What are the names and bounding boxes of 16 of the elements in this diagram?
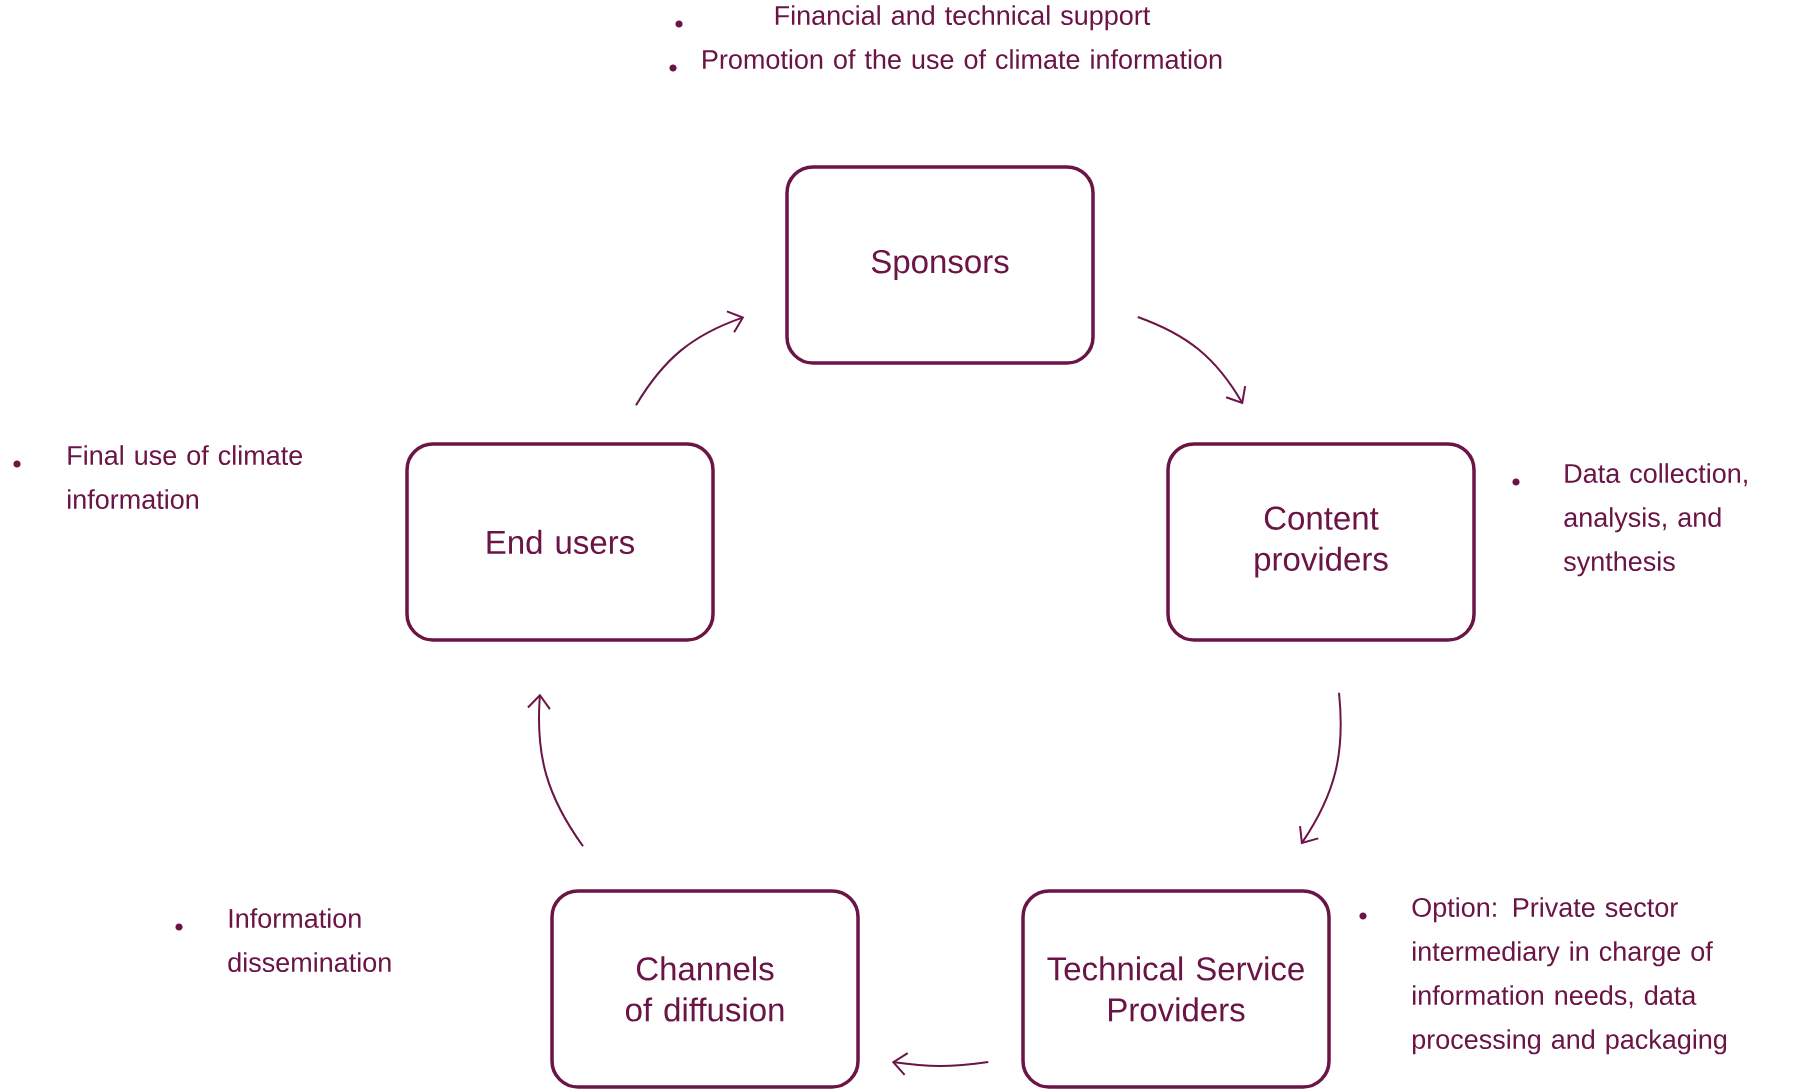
- rounded-box: Sponsors: [785, 165, 1095, 365]
- bullet-item: Option: Private sector intermediary in charge of information needs, data processing and packaging: [1359, 897, 1727, 1055]
- rounded-box: End users: [405, 442, 715, 642]
- bullet-item: Data collection, analysis, and synthesis: [1512, 463, 1747, 577]
- arrow: [891, 1052, 990, 1076]
- arrow: [1136, 316, 1247, 405]
- bullet-item: Financial and technical support: [675, 5, 1151, 31]
- arrow: [526, 693, 584, 848]
- arrow: [635, 310, 745, 407]
- rounded-box: Content providers: [1166, 442, 1476, 642]
- rounded-box: Technical Service Providers: [1021, 889, 1331, 1089]
- bullet-item: Information dissemination: [175, 908, 391, 972]
- bullet-item: Final use of climate information: [13, 445, 303, 509]
- bullet-item: Promotion of the use of climate information: [669, 49, 1222, 72]
- arrow: [1299, 691, 1342, 845]
- rounded-box: Channels of diffusion: [550, 889, 860, 1089]
